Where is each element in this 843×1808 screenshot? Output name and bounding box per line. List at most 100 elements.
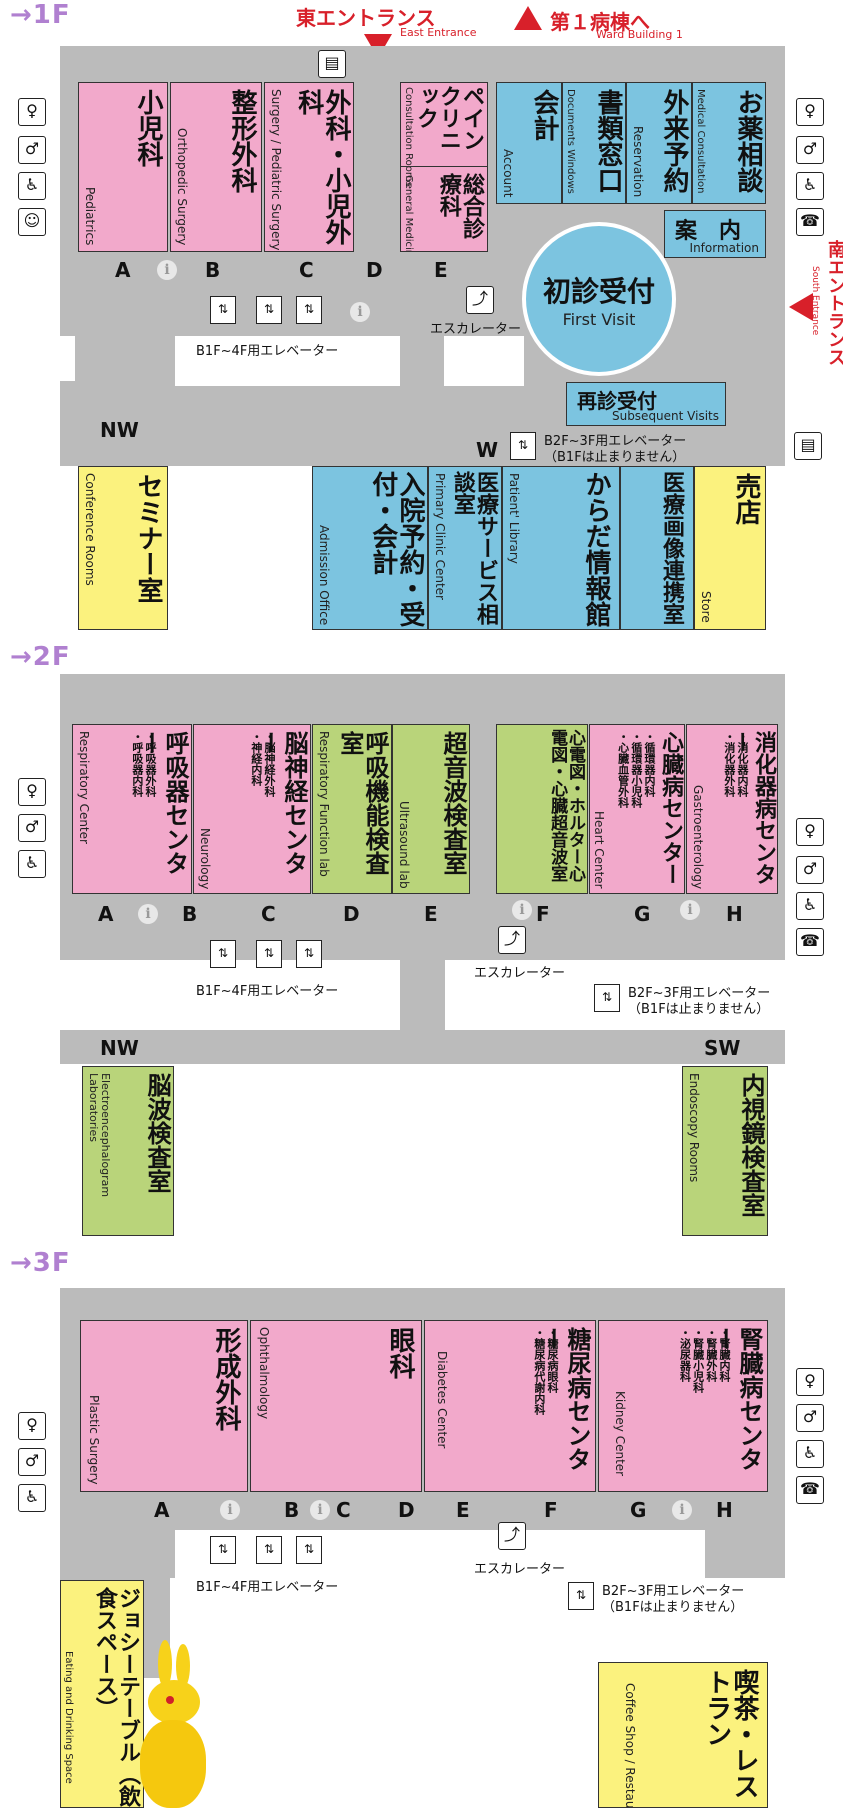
room-label: セミナー室 [133, 473, 163, 603]
room-ultrasound-lab[interactable]: 超音波検査室 Ultrasound lab [392, 724, 470, 894]
room-information[interactable]: 案 内 Information [664, 210, 766, 258]
room-label-en: Subsequent Visits [611, 409, 719, 423]
room-label: 眼科 [385, 1327, 415, 1379]
room-neurology[interactable]: 脳神経センター ・脳神経外科 ・神経内科 Neurology [193, 724, 311, 894]
escalator-label: エスカレーター [474, 1562, 566, 1577]
elevator-icon[interactable]: ⇅ [210, 296, 236, 324]
info-icon[interactable]: i [512, 900, 532, 920]
room-kidney-center[interactable]: 腎臓病センター ・腎臓内科 ・腎臓外科 ・腎臓小児科 ・泌尿器科 Kidney … [598, 1320, 768, 1492]
room-orthopedic-surgery[interactable]: 整形外科 Orthopedic Surgery [170, 82, 262, 252]
room-surgery[interactable]: 外科・小児外科 Surgery / Pediatric Surgery [264, 82, 354, 252]
info-icon[interactable]: i [680, 900, 700, 920]
floor-2f-title: →2F [10, 642, 71, 672]
escalator-icon[interactable]: ⤴ [498, 926, 526, 954]
ward-building-en: Ward Building 1 [596, 28, 683, 41]
phone-icon: ☎ [796, 1476, 824, 1504]
room-patient-library[interactable]: からだ情報館 Patient' Library [502, 466, 620, 630]
room-label-en: Conference Rooms [83, 473, 98, 586]
escalator-label: エスカレーター [474, 966, 566, 981]
room-label-en: Respiratory Center [77, 731, 92, 844]
info-icon[interactable]: i [157, 260, 177, 280]
elevator-label: B1F~4F用エレベーター [196, 1580, 339, 1595]
info-icon[interactable]: i [138, 904, 158, 924]
elevator-icon[interactable]: ⇅ [210, 940, 236, 968]
room-label: 糖尿病センター [537, 1327, 591, 1471]
info-icon[interactable]: i [350, 302, 370, 322]
info-icon[interactable]: i [672, 1500, 692, 1520]
elevator-icon[interactable]: ⇅ [256, 296, 282, 324]
info-icon[interactable]: i [310, 1500, 330, 1520]
room-pain-clinic[interactable]: ペインクリニック Consultation Rooms 総合診療科 Genera… [400, 82, 488, 252]
baby-care-icon: ☺ [18, 208, 46, 236]
elevator-icon[interactable]: ⇅ [510, 432, 536, 460]
elevator-icon[interactable]: ⇅ [296, 940, 322, 968]
escalator-icon[interactable]: ⤴ [466, 286, 494, 314]
room-label: 喫茶・レストラン [701, 1669, 759, 1799]
room-eating-space[interactable]: ジョシーテーブル（飲食スペース） Eating and Drinking Spa… [60, 1580, 144, 1808]
room-label-en: Plastic Surgery [87, 1395, 102, 1485]
wheelchair-icon: ♿ [796, 172, 824, 200]
south-entrance-arrow-icon [789, 293, 813, 321]
restroom-male-icon: ♂ [796, 136, 824, 164]
room-endoscopy[interactable]: 内視鏡検査室 Endoscopy Rooms [682, 1066, 768, 1236]
room-ophthalmology[interactable]: 眼科 Ophthalmology [250, 1320, 422, 1492]
room-restaurant[interactable]: 喫茶・レストラン Coffee Shop / Restaurant [598, 1662, 768, 1808]
room-gastroenterology[interactable]: 消化器病センター ・消化器内科 ・消化器外科 Gastroenterology [686, 724, 778, 894]
room-primary-clinic[interactable]: 医療サービス相談室 Primary Clinic Center [428, 466, 502, 630]
room-sub: ・糖尿病眼科 ・糖尿病代謝内科 [532, 1327, 559, 1415]
locker-icon[interactable]: ▤ [318, 50, 346, 78]
area-letter: E [424, 902, 438, 926]
room-imaging-liaison[interactable]: 医療画像連携室 [620, 466, 694, 630]
room-pediatrics[interactable]: 小児科 Pediatrics [78, 82, 168, 252]
room-admission[interactable]: 入院予約・受付・会計 Admission Office [312, 466, 428, 630]
elevator-icon[interactable]: ⇅ [256, 940, 282, 968]
room-heart-center[interactable]: 心臓病センター ・循環器内科 ・循環器小児科 ・心臓血管外科 Heart Cen… [589, 724, 685, 894]
room-label: お薬相談 [733, 89, 763, 193]
room-respiratory-center[interactable]: 呼吸器センター ・呼吸器外科 ・呼吸器内科 Respiratory Center [72, 724, 192, 894]
room-respiratory-function-lab[interactable]: 呼吸機能検査室 Respiratory Function lab [312, 724, 392, 894]
floor-1f-cutout [60, 336, 75, 381]
room-sub: ・腎臓内科 ・腎臓外科 ・腎臓小児科 ・泌尿器科 [678, 1327, 731, 1393]
info-icon[interactable]: i [220, 1500, 240, 1520]
room-label: 医療画像連携室 [659, 471, 684, 625]
elevator-icon[interactable]: ⇅ [296, 296, 322, 324]
floor-3f-cutout [175, 1530, 705, 1578]
room-plastic-surgery[interactable]: 形成外科 Plastic Surgery [80, 1320, 248, 1492]
area-letter: F [536, 902, 550, 926]
direction-w: W [476, 438, 499, 462]
elevator-icon[interactable]: ⇅ [296, 1536, 322, 1564]
area-letter: C [299, 258, 314, 282]
room-label: 脳波検査室 [143, 1073, 171, 1193]
room-account[interactable]: 会計 Account [496, 82, 562, 204]
area-letter: F [544, 1498, 558, 1522]
room-sub: ・脳神経外科 ・神経内科 [249, 731, 276, 797]
room-reservation[interactable]: 外来予約 Reservation [626, 82, 692, 204]
south-entrance-en: South Entrance [810, 266, 820, 336]
wheelchair-icon: ♿ [796, 1440, 824, 1468]
room-documents[interactable]: 書類窓口 Documents Windows [562, 82, 626, 204]
direction-sw: SW [704, 1036, 741, 1060]
restroom-male-icon: ♂ [796, 856, 824, 884]
room-ecg[interactable]: 心電図・ホルター心電図・心臓超音波室 [496, 724, 588, 894]
first-visit-reception[interactable]: 初診受付 First Visit [522, 222, 676, 376]
escalator-icon[interactable]: ⤴ [498, 1522, 526, 1550]
elevator-icon[interactable]: ⇅ [568, 1582, 594, 1610]
area-letter: B [182, 902, 198, 926]
south-entrance-label: 南エントランス [825, 240, 843, 366]
subsequent-visits-reception[interactable]: 再診受付 Subsequent Visits [566, 382, 726, 426]
elevator-icon[interactable]: ⇅ [594, 984, 620, 1012]
room-label-en: Eating and Drinking Space [63, 1651, 74, 1784]
locker-icon[interactable]: ▤ [794, 432, 822, 460]
area-letter: C [261, 902, 276, 926]
elevator-icon[interactable]: ⇅ [210, 1536, 236, 1564]
room-eeg[interactable]: 脳波検査室 Electroencephalogram Laboratories [82, 1066, 174, 1236]
elevator-icon[interactable]: ⇅ [256, 1536, 282, 1564]
room-conference[interactable]: セミナー室 Conference Rooms [78, 466, 168, 630]
restroom-male-icon: ♂ [18, 814, 46, 842]
area-letter: G [630, 1498, 647, 1522]
room-diabetes-center[interactable]: 糖尿病センター ・糖尿病眼科 ・糖尿病代謝内科 Diabetes Center [424, 1320, 596, 1492]
room-medical-consultation[interactable]: お薬相談 Medical Consultation [692, 82, 766, 204]
direction-nw: NW [100, 418, 139, 442]
room-store[interactable]: 売店 Store [694, 466, 766, 630]
area-letter: H [716, 1498, 733, 1522]
